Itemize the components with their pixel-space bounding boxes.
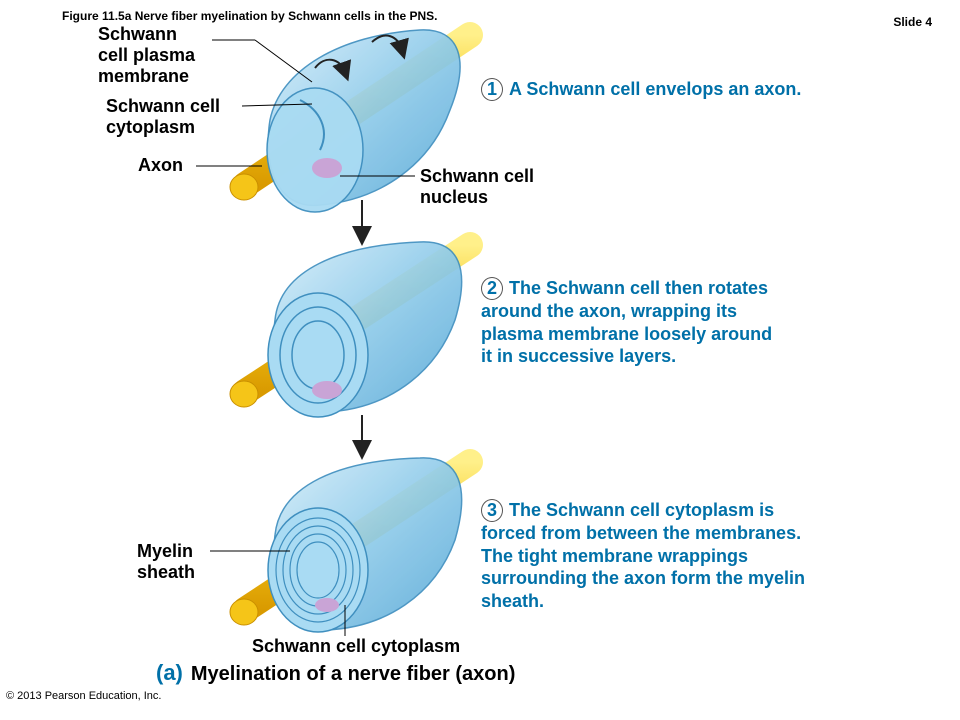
label-cytoplasm-top: Schwann cell cytoplasm [106, 96, 221, 137]
nucleus-stage-2 [312, 381, 342, 399]
label-myelin-sheath: Myelin sheath [137, 541, 196, 582]
figure-caption: (a) Myelination of a nerve fiber (axon) [156, 660, 515, 686]
caption-text: Myelination of a nerve fiber (axon) [190, 663, 516, 685]
stage-2-cell [229, 232, 483, 418]
rotation-arrow-right [371, 34, 409, 60]
label-nucleus: Schwann cell nucleus [420, 166, 535, 207]
label-axon: Axon [138, 155, 183, 175]
nucleus-stage-1 [312, 158, 342, 178]
slide-label: Slide 4 [893, 15, 932, 29]
copyright-notice: © 2013 Pearson Education, Inc. [6, 690, 162, 702]
label-plasma-membrane: Schwann cell plasma membrane [98, 24, 196, 86]
figure-title: Figure 11.5a Nerve fiber myelination by … [62, 9, 438, 23]
caption-part-label: (a) [156, 660, 183, 685]
rotation-arrow-left [314, 58, 352, 82]
nucleus-stage-3 [315, 598, 339, 612]
label-cytoplasm-bottom: Schwann cell cytoplasm [252, 636, 461, 656]
step-2-number: 2 [481, 277, 503, 300]
stage-3-cell [229, 449, 483, 633]
stage-1-cell [229, 22, 483, 213]
step-3-number: 3 [481, 499, 503, 522]
step-1-number: 1 [481, 78, 503, 101]
